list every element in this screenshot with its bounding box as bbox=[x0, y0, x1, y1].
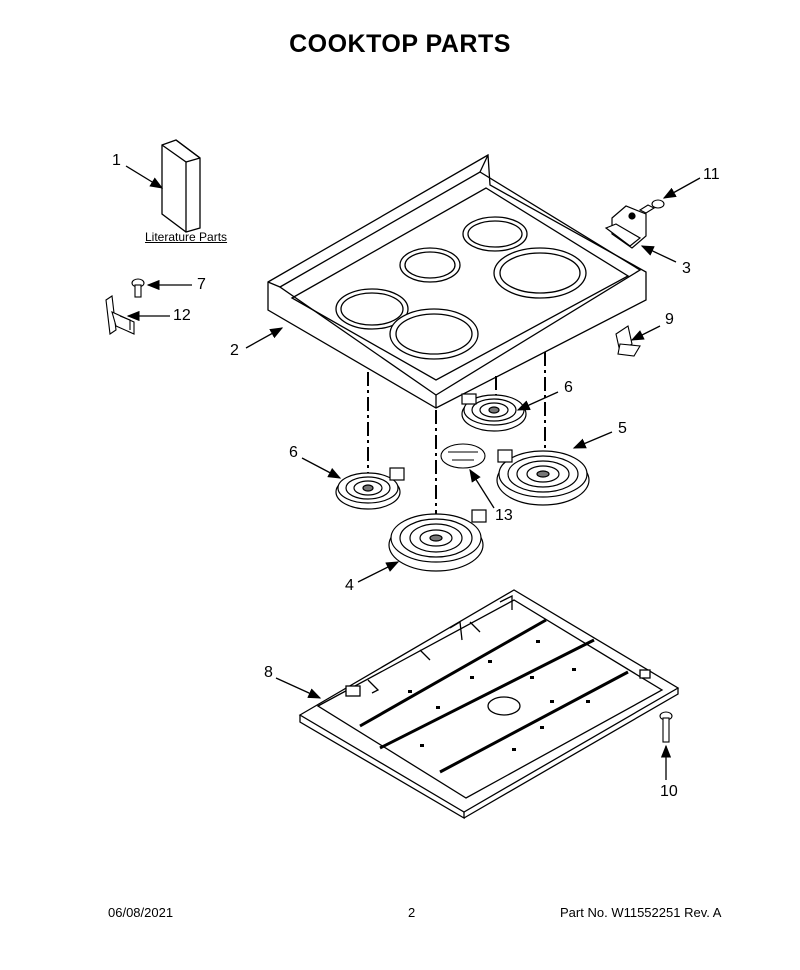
clip-9 bbox=[615, 325, 641, 357]
callout-3: 3 bbox=[682, 260, 691, 277]
callout-8: 8 bbox=[264, 664, 273, 681]
leader-arrows bbox=[125, 165, 701, 780]
radiant-element-small-left bbox=[335, 467, 405, 510]
burner-ring-front-right bbox=[493, 247, 587, 299]
callout-2: 2 bbox=[230, 342, 239, 359]
radiant-element-small-rear bbox=[461, 393, 527, 432]
callout-12: 12 bbox=[173, 307, 191, 324]
screw-11 bbox=[638, 199, 665, 214]
callout-7: 7 bbox=[197, 276, 206, 293]
callout-6-left: 6 bbox=[289, 444, 298, 461]
footer-page-number: 2 bbox=[408, 905, 416, 920]
page-title: COOKTOP PARTS bbox=[289, 30, 511, 58]
burner-ring-center bbox=[399, 247, 461, 283]
element-limiter-disc bbox=[440, 443, 486, 469]
mounting-bracket bbox=[604, 205, 647, 249]
screw-7 bbox=[131, 278, 145, 298]
burner-ring-right-rear bbox=[462, 216, 528, 252]
burner-box-tray bbox=[298, 589, 680, 820]
rev-value: A bbox=[712, 905, 722, 920]
radiant-element-large-front bbox=[388, 509, 487, 572]
literature-book bbox=[161, 139, 201, 233]
burner-ring-left-rear bbox=[335, 288, 409, 330]
callout-6-rear: 6 bbox=[564, 379, 573, 396]
literature-parts-label: Literature Parts bbox=[145, 230, 228, 244]
callout-13: 13 bbox=[495, 507, 513, 524]
callout-5: 5 bbox=[618, 420, 627, 437]
callout-1: 1 bbox=[112, 152, 121, 169]
screw-10 bbox=[659, 711, 673, 743]
callout-10: 10 bbox=[660, 783, 678, 800]
radiant-element-large-right bbox=[496, 449, 590, 506]
part-no-label: Part No. bbox=[560, 905, 608, 920]
clip-12 bbox=[105, 295, 135, 335]
cooktop-panel bbox=[267, 153, 647, 409]
part-no-value: W11552251 bbox=[611, 905, 681, 920]
callout-11: 11 bbox=[703, 166, 720, 183]
footer-part-number: Part No. W11552251 Rev. A bbox=[560, 905, 721, 920]
callout-9: 9 bbox=[665, 311, 674, 328]
footer-date: 06/08/2021 bbox=[108, 905, 174, 920]
rev-label: Rev. bbox=[684, 905, 710, 920]
burner-ring-front-left bbox=[389, 308, 479, 360]
callout-4: 4 bbox=[345, 577, 354, 594]
